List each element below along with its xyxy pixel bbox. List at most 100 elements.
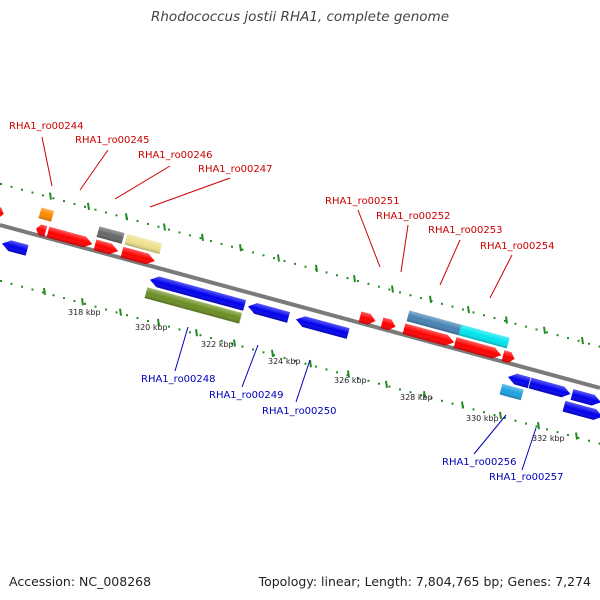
scale-dot [294,262,296,265]
gene-feature[interactable] [120,246,157,267]
gene-feature[interactable] [570,389,600,407]
scale-label: 330 kbp [466,414,499,423]
leader-line [149,177,231,208]
gene-feature[interactable] [247,301,290,323]
scale-dot [504,319,506,322]
scale-label: 320 kbp [135,323,168,332]
gene-feature[interactable] [507,372,531,389]
gene-feature[interactable] [406,310,462,336]
gene-feature[interactable] [124,233,163,254]
scale-dot [514,322,517,325]
leader-line [41,136,53,187]
scale-dot [31,288,34,291]
scale-tick [505,316,508,324]
scale-tick [157,318,160,327]
scale-dot [472,311,475,314]
scale-dot [504,416,506,419]
gene-feature[interactable] [96,226,125,244]
scale-tick [347,370,350,378]
gene-label[interactable]: RHA1_ro00246 [138,150,213,161]
scale-dot [10,282,13,285]
gene-feature[interactable] [380,317,397,331]
leader-line [357,209,381,268]
scale-dot [210,337,212,340]
accession-text: Accession: NC_008268 [9,574,152,589]
label-leader-lines [41,136,537,471]
scale-dot [42,291,44,294]
scale-label: 328 kbp [400,393,433,402]
leader-line [489,254,513,299]
scale-ticks [43,192,584,440]
gene-label[interactable]: RHA1_ro00252 [376,211,451,222]
scale-dot [42,194,44,197]
scale-dot [147,222,149,225]
leader-line [79,149,109,191]
scale-tick [81,298,84,306]
gene-label[interactable]: RHA1_ro00249 [209,390,284,401]
scale-dot [252,348,254,351]
scale-dot [367,379,370,382]
leader-line [473,414,507,455]
gene-feature[interactable] [453,337,503,360]
gene-label[interactable]: RHA1_ro00257 [489,472,564,483]
gene-label[interactable]: RHA1_ro00247 [198,164,273,175]
gene-labels[interactable]: RHA1_ro00244RHA1_ro00245RHA1_ro00246RHA1… [9,121,564,483]
gene-feature[interactable] [562,400,600,422]
scale-dot [241,345,244,348]
scale-tick [195,329,198,337]
gene-feature[interactable] [402,323,456,347]
scale-dot [126,314,128,317]
gene-feature[interactable] [144,287,243,324]
gene-feature[interactable] [0,206,5,219]
gene-label[interactable]: RHA1_ro00254 [480,241,555,252]
scale-tick [87,202,90,211]
scale-dot [546,331,548,334]
scale-tick [315,264,318,272]
gene-label[interactable]: RHA1_ro00256 [442,457,517,468]
scale-dot [63,200,65,203]
gene-feature[interactable] [358,311,377,326]
scale-dot [420,297,422,300]
gene-feature[interactable] [458,324,510,349]
scale-dot [147,319,149,322]
scale-dot [514,419,517,422]
gene-feature[interactable] [93,239,120,257]
map-title: Rhodococcus jostii RHA1, complete genome [151,9,449,25]
gene-feature[interactable] [35,223,48,237]
gene-label[interactable]: RHA1_ro00248 [141,374,216,385]
scale-dot [189,234,191,237]
scale-dot [21,188,23,191]
gene-label[interactable]: RHA1_ro00250 [262,406,337,417]
gene-feature[interactable] [501,350,516,364]
scale-dot [304,265,307,268]
scale-dot [283,260,286,263]
scale-dot [231,245,233,248]
scale-dot [399,388,401,391]
gene-feature[interactable] [46,226,94,250]
scale-dot [367,282,370,285]
scale-tick [537,422,540,430]
gene-feature[interactable] [38,207,54,222]
scale-dot [73,202,76,205]
scale-dot [220,242,223,245]
scale-dot [378,382,380,385]
scale-dot [441,302,443,305]
gene-feature[interactable] [528,377,572,400]
scale-label: 326 kbp [334,376,367,385]
scale-tick [575,432,578,440]
gene-feature[interactable] [499,383,524,401]
gene-label[interactable]: RHA1_ro00253 [428,225,503,236]
gene-label[interactable]: RHA1_ro00251 [325,196,400,207]
gene-track[interactable] [0,206,600,422]
scale-dot [262,351,265,354]
gene-label[interactable]: RHA1_ro00245 [75,135,150,146]
gene-feature[interactable] [149,274,247,311]
gene-label[interactable]: RHA1_ro00244 [9,121,84,132]
scale-tick [353,275,356,283]
scale-tick [277,254,280,262]
gene-feature[interactable] [1,238,29,256]
scale-dot [346,374,349,377]
gene-feature[interactable] [295,314,350,339]
